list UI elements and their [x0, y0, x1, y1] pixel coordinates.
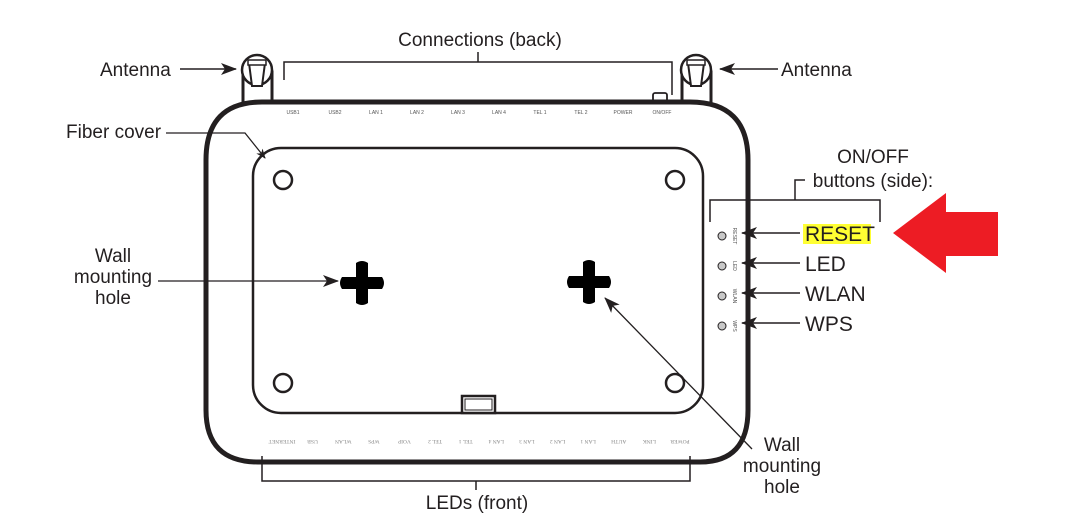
- svg-text:Wall: Wall: [95, 246, 131, 267]
- front-led-label: VOIP: [398, 438, 411, 444]
- red-pointer-arrow-icon: [893, 193, 998, 273]
- fiber-cover-arrow: [166, 132, 266, 159]
- antenna-left-label: Antenna: [100, 60, 171, 81]
- side-button-reset[interactable]: RESET RESET: [717, 223, 875, 246]
- screw-top-left: [272, 169, 294, 191]
- front-led-label: LAN 4: [488, 438, 504, 444]
- side-buttons-bracket: [709, 179, 881, 222]
- back-port-label: TEL 1: [533, 110, 546, 116]
- side-button-label: WLAN: [805, 283, 866, 306]
- antenna-right-label: Antenna: [781, 60, 852, 81]
- side-button-circle[interactable]: [717, 261, 727, 271]
- back-port-label: TEL 2: [574, 110, 587, 116]
- back-port-label: LAN 3: [451, 110, 465, 116]
- side-button-tiny-label: RESET: [731, 228, 737, 245]
- side-button-tiny-label: WPS: [731, 320, 737, 332]
- leds-bracket: [261, 456, 691, 490]
- front-led-label: LINK: [643, 438, 656, 444]
- front-led-label: WPS: [368, 438, 379, 444]
- screw-bottom-left: [272, 372, 294, 394]
- wall-mount-hole-right: [567, 260, 611, 304]
- front-led-labels: INTERNET USB WLAN WPS VOIP TEL 2 TEL 1 LAN 4 LAN…: [268, 438, 690, 444]
- wall-mount-hole-left: [340, 261, 384, 305]
- front-led-label: WLAN: [335, 438, 352, 444]
- side-button-label: RESET: [805, 223, 875, 246]
- side-buttons-title-line1: ON/OFF: [837, 147, 909, 168]
- front-led-label: LAN 1: [580, 438, 596, 444]
- back-port-labels: USB1 USB2 LAN 1 LAN 2 LAN 3 LAN 4 TEL 1 TEL 2 PO…: [286, 110, 671, 116]
- wall-hole-right-arrow: [604, 297, 753, 450]
- back-port-label: USB1: [286, 110, 299, 116]
- front-led-label: USB: [307, 438, 318, 444]
- side-buttons: RESET RESET LED LED WLAN WLAN WPS WPS: [717, 223, 875, 336]
- back-port-label: ON/OFF: [653, 110, 672, 116]
- front-led-label: LAN 3: [519, 438, 535, 444]
- side-button-wps[interactable]: WPS WPS: [717, 313, 853, 336]
- fiber-cover-label: Fiber cover: [66, 122, 162, 143]
- front-led-label: AUTH: [611, 438, 626, 444]
- side-button-circle[interactable]: [717, 321, 727, 331]
- back-port-label: POWER: [614, 110, 633, 116]
- connections-bracket: [283, 52, 673, 95]
- svg-text:mounting: mounting: [74, 267, 152, 288]
- side-buttons-title-line2: buttons (side):: [813, 171, 933, 192]
- side-button-circle[interactable]: [717, 291, 727, 301]
- side-button-label: WPS: [805, 313, 853, 336]
- screw-top-right: [664, 169, 686, 191]
- wall-hole-right-label: Wall mounting hole: [743, 435, 821, 498]
- front-led-label: LAN 2: [550, 438, 566, 444]
- svg-text:hole: hole: [95, 288, 131, 309]
- side-button-tiny-label: WLAN: [731, 289, 737, 304]
- side-button-circle[interactable]: [717, 231, 727, 241]
- highlight-marker: [803, 224, 871, 244]
- svg-text:hole: hole: [764, 477, 800, 498]
- front-led-label: TEL 1: [458, 438, 472, 444]
- side-button-led[interactable]: LED LED: [717, 253, 846, 276]
- wall-hole-left-label: Wall mounting hole: [74, 246, 152, 309]
- svg-text:mounting: mounting: [743, 456, 821, 477]
- side-button-tiny-label: LED: [731, 261, 737, 271]
- connections-title: Connections (back): [398, 30, 562, 51]
- front-led-label: POWER: [670, 438, 690, 444]
- screw-bottom-right: [664, 372, 686, 394]
- back-port-label: USB2: [328, 110, 341, 116]
- back-port-label: LAN 2: [410, 110, 424, 116]
- side-button-wlan[interactable]: WLAN WLAN: [717, 283, 866, 306]
- svg-text:Wall: Wall: [764, 435, 800, 456]
- back-port-label: LAN 1: [369, 110, 383, 116]
- front-led-label: INTERNET: [268, 438, 296, 444]
- leds-title: LEDs (front): [426, 493, 528, 514]
- back-port-label: LAN 4: [492, 110, 506, 116]
- side-button-label: LED: [805, 253, 846, 276]
- front-led-label: TEL 2: [428, 438, 442, 444]
